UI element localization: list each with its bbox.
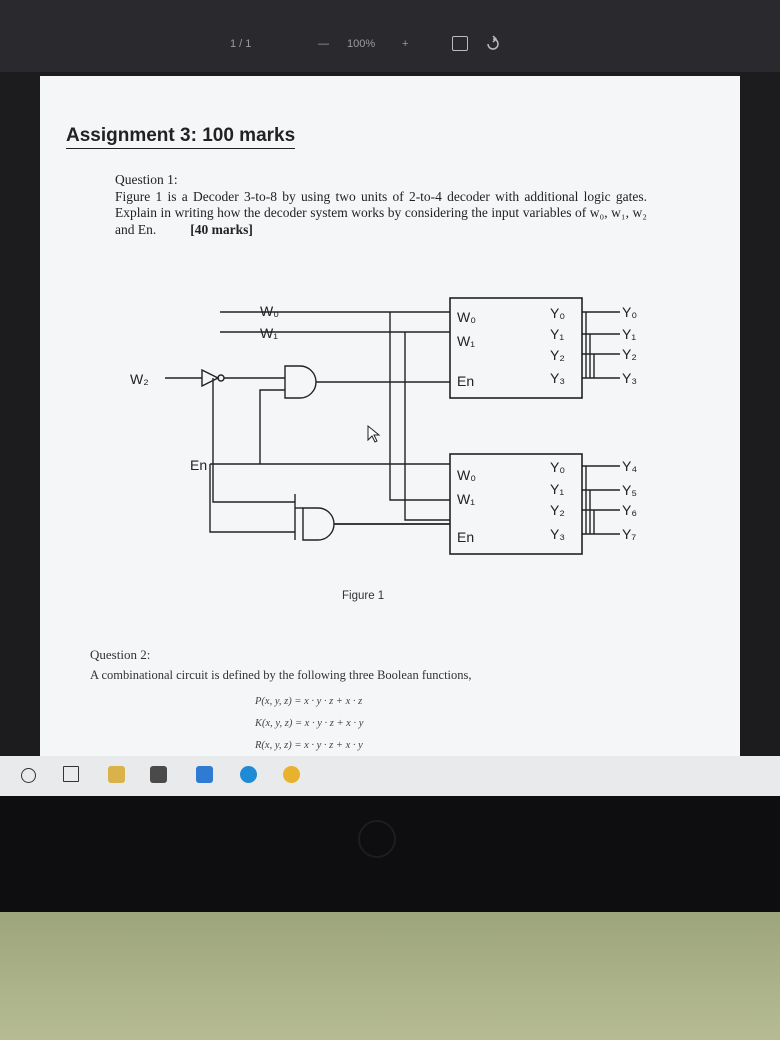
laptop-bezel: [0, 796, 780, 916]
decoder-bottom-output-y3: Y₃: [550, 526, 565, 542]
hp-logo-icon: [358, 820, 396, 858]
system-output-y7: Y₇: [622, 526, 636, 542]
decoder-bottom-output-y0: Y₀: [550, 459, 565, 475]
system-output-y6: Y₆: [622, 502, 637, 518]
decoder-top-output-y3: Y₃: [550, 370, 565, 386]
store-icon[interactable]: [150, 766, 167, 783]
system-output-y1: Y₁: [622, 326, 636, 342]
input-label-en: En: [190, 457, 207, 473]
question-2-heading: Question 2:: [90, 647, 151, 662]
decoder-top-output-y0: Y₀: [550, 305, 565, 321]
decoder-top-input-w0: W₀: [457, 309, 476, 325]
decoder-top-output-y1: Y₁: [550, 326, 564, 342]
equation-k: K(x, y, z) = x · y · z + x · y: [255, 718, 364, 729]
decoder-top-input-w1: W₁: [457, 333, 475, 349]
document-page: Assignment 3: 100 marks Question 1: Figu…: [40, 76, 740, 756]
mouse-cursor-icon: [367, 424, 381, 443]
system-output-y0: Y₀: [622, 304, 637, 320]
question-1-heading: Question 1:: [115, 172, 178, 187]
system-output-y2: Y₂: [622, 346, 637, 362]
edge-icon[interactable]: [240, 766, 257, 783]
question-2-text: A combinational circuit is defined by th…: [90, 668, 472, 682]
zoom-level[interactable]: 100%: [347, 38, 376, 50]
file-explorer-icon[interactable]: [108, 766, 125, 783]
figure-caption: Figure 1: [342, 590, 385, 602]
question-1-marks: [40 marks]: [190, 221, 253, 237]
rotate-icon[interactable]: [484, 35, 502, 53]
zoom-out-button[interactable]: —: [318, 38, 329, 50]
decoder-bottom-input-w1: W₁: [457, 491, 475, 507]
system-output-y3: Y₃: [622, 370, 637, 386]
decoder-top-input-en: En: [457, 373, 474, 389]
decoder-bottom-input-w0: W₀: [457, 467, 476, 483]
input-label-w2: W₂: [130, 371, 149, 387]
start-icon[interactable]: [21, 768, 36, 783]
task-view-icon[interactable]: [63, 766, 79, 782]
decoder-top-output-y2: Y₂: [550, 347, 565, 363]
page-title: Assignment 3: 100 marks: [66, 125, 296, 149]
system-output-y4: Y₄: [622, 458, 637, 474]
equation-p: P(x, y, z) = x · y · z + x · z: [255, 696, 363, 707]
decoder-bottom-output-y1: Y₁: [550, 481, 564, 497]
pdf-toolbar: 1 / 1 — 100% +: [0, 0, 780, 72]
question-1-body: Figure 1 is a Decoder 3-to-8 by using tw…: [115, 189, 647, 239]
input-label-w1: W₁: [260, 325, 278, 341]
question-1: Question 1: Figure 1 is a Decoder 3-to-8…: [115, 172, 647, 238]
question-1-text: Figure 1 is a Decoder 3-to-8 by using tw…: [115, 188, 647, 237]
fit-page-icon[interactable]: [452, 36, 468, 51]
desk-surface: [0, 912, 780, 1040]
decoder-bottom-input-en: En: [457, 529, 474, 545]
zoom-in-button[interactable]: +: [402, 38, 409, 50]
chrome-icon[interactable]: [283, 766, 300, 783]
page-indicator[interactable]: 1 / 1: [230, 38, 252, 50]
equation-r: R(x, y, z) = x · y · z + x · y: [255, 740, 363, 751]
system-output-y5: Y₅: [622, 482, 637, 498]
input-label-w0: W₀: [260, 303, 279, 319]
mail-icon[interactable]: [196, 766, 213, 783]
decoder-bottom-output-y2: Y₂: [550, 502, 565, 518]
taskbar: [0, 756, 780, 796]
decoder-circuit-diagram: W₀ W₁ W₂ En W₀ W₁ En Y₀ Y₁ Y₂ Y₃ W₀ W₁ E…: [130, 297, 637, 555]
